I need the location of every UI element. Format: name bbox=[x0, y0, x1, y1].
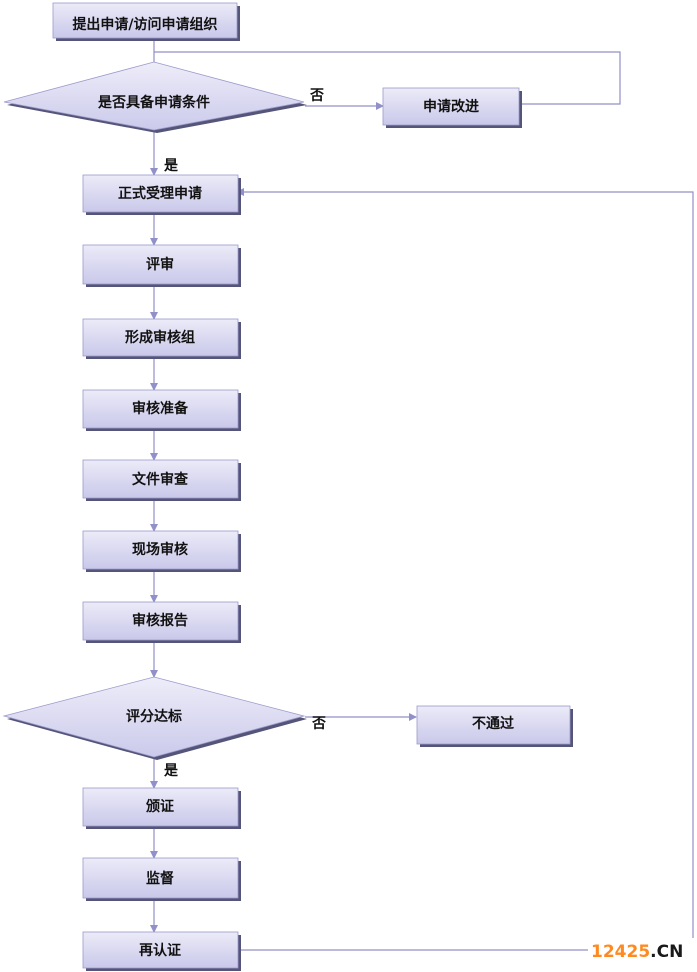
node-check-conditions: 是否具备申请条件 bbox=[3, 61, 307, 133]
edge-label-yes-1: 是 bbox=[164, 158, 179, 174]
node-prepare-label: 审核准备 bbox=[132, 400, 189, 417]
edge-recertify-loop-back bbox=[236, 188, 694, 951]
watermark: 12425.CN bbox=[588, 938, 694, 964]
connectors bbox=[150, 38, 694, 951]
edge-label-yes-2: 是 bbox=[164, 763, 179, 779]
node-score: 评分达标 bbox=[2, 676, 307, 760]
node-review-label: 评审 bbox=[146, 256, 174, 273]
node-prepare: 审核准备 bbox=[82, 389, 241, 431]
node-submit: 提出申请/访问申请组织 bbox=[52, 2, 240, 41]
node-certify: 颁证 bbox=[82, 787, 241, 829]
node-doc-review-label: 文件审查 bbox=[132, 471, 189, 488]
node-certify-label: 颁证 bbox=[146, 799, 174, 815]
node-review: 评审 bbox=[82, 244, 241, 287]
node-onsite-label: 现场审核 bbox=[132, 541, 188, 558]
node-fail-label: 不通过 bbox=[472, 715, 514, 732]
watermark-suffix: .CN bbox=[650, 942, 683, 962]
node-improve: 申请改进 bbox=[382, 87, 522, 128]
node-accept: 正式受理申请 bbox=[82, 174, 241, 215]
node-doc-review: 文件审查 bbox=[82, 459, 241, 501]
edge-improve-loop-back bbox=[154, 51, 621, 105]
node-accept-label: 正式受理申请 bbox=[118, 185, 202, 202]
watermark-text: 12425.CN bbox=[591, 942, 683, 962]
node-recertify: 再认证 bbox=[82, 931, 241, 971]
edge-label-no-2: 否 bbox=[311, 716, 326, 732]
node-check-conditions-label: 是否具备申请条件 bbox=[98, 94, 210, 111]
node-score-label: 评分达标 bbox=[126, 708, 182, 725]
edge-label-no-1: 否 bbox=[309, 88, 324, 104]
node-report: 审核报告 bbox=[82, 601, 241, 643]
node-supervise-label: 监督 bbox=[146, 870, 174, 887]
node-form-team: 形成审核组 bbox=[82, 318, 241, 359]
node-onsite: 现场审核 bbox=[82, 530, 241, 572]
watermark-number: 12425 bbox=[591, 942, 650, 962]
node-report-label: 审核报告 bbox=[132, 612, 188, 629]
node-submit-label: 提出申请/访问申请组织 bbox=[72, 16, 217, 33]
node-fail: 不通过 bbox=[416, 705, 573, 747]
node-recertify-label: 再认证 bbox=[139, 942, 181, 959]
node-form-team-label: 形成审核组 bbox=[125, 329, 195, 346]
node-supervise: 监督 bbox=[82, 857, 241, 901]
node-improve-label: 申请改进 bbox=[423, 98, 479, 115]
